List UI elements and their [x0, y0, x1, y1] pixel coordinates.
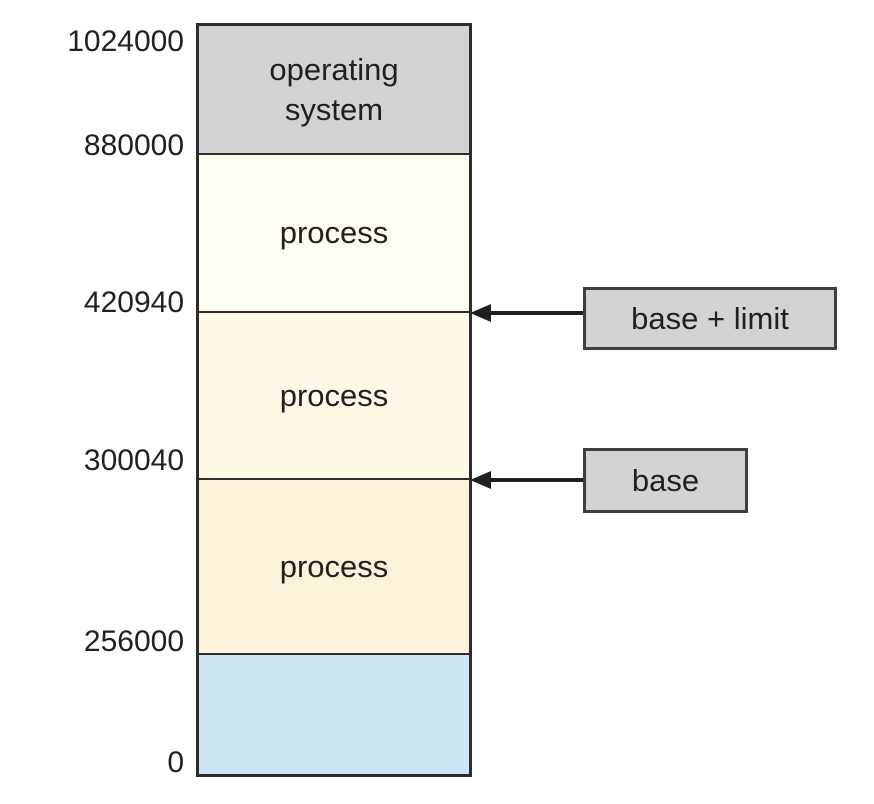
segment-label: process	[279, 548, 389, 584]
segment-process-3: process	[199, 480, 469, 655]
base-limit-label: base + limit	[631, 300, 789, 336]
address-label-0: 0	[167, 746, 184, 779]
address-label-1024000: 1024000	[67, 25, 184, 58]
segment-operating-system: operating system	[199, 26, 469, 155]
base-label: base	[631, 462, 700, 498]
address-label-300040: 300040	[83, 444, 184, 477]
memory-column: operating system process process process	[196, 23, 472, 777]
base-arrow-line	[487, 478, 584, 482]
left-arrow-icon	[470, 471, 491, 489]
segment-label: process	[279, 377, 389, 413]
address-label-880000: 880000	[83, 129, 184, 162]
base-limit-label-box: base + limit	[583, 287, 837, 350]
base-label-box: base	[583, 448, 748, 513]
left-arrow-icon	[470, 304, 491, 322]
segment-process-1: process	[199, 155, 469, 313]
base-limit-arrow-line	[487, 311, 584, 315]
segment-label: operating system	[269, 51, 399, 127]
address-label-420940: 420940	[83, 286, 184, 319]
segment-free-space	[199, 655, 469, 774]
segment-process-2: process	[199, 313, 469, 480]
address-label-256000: 256000	[83, 625, 184, 658]
segment-label: process	[279, 215, 389, 250]
